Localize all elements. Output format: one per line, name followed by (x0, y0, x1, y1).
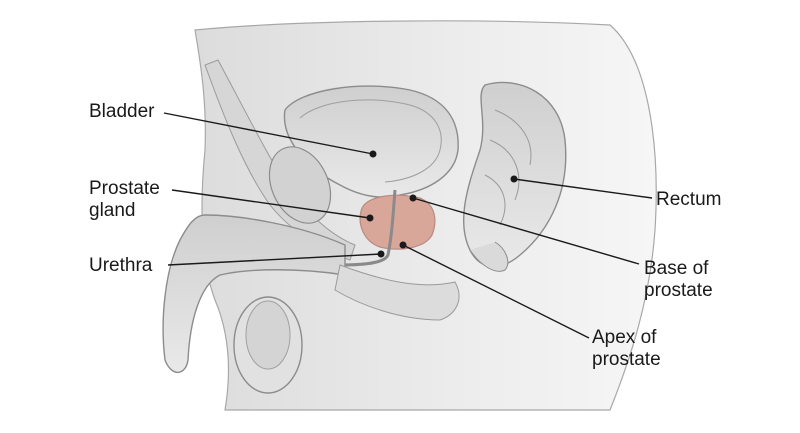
label-base-of-prostate: Base of prostate (644, 258, 713, 302)
dot-apex-of-prostate (400, 242, 407, 249)
dot-urethra (378, 251, 385, 258)
label-base-of-prostate-line1: Base of (644, 258, 713, 280)
label-prostate-gland-line1: Prostate (89, 178, 160, 200)
label-prostate-gland-line2: gland (89, 200, 160, 222)
label-rectum: Rectum (656, 189, 721, 211)
dot-bladder (370, 151, 377, 158)
label-prostate-gland: Prostate gland (89, 178, 160, 222)
testis-inner (246, 301, 290, 369)
label-apex-of-prostate-line1: Apex of (592, 327, 661, 349)
label-bladder: Bladder (89, 101, 155, 123)
dot-base-of-prostate (410, 195, 417, 202)
label-urethra: Urethra (89, 255, 152, 277)
label-base-of-prostate-line2: prostate (644, 280, 713, 302)
dot-prostate-gland (367, 215, 374, 222)
label-apex-of-prostate-line2: prostate (592, 349, 661, 371)
label-apex-of-prostate: Apex of prostate (592, 327, 661, 371)
prostate-shape (360, 195, 435, 249)
dot-rectum (511, 176, 518, 183)
